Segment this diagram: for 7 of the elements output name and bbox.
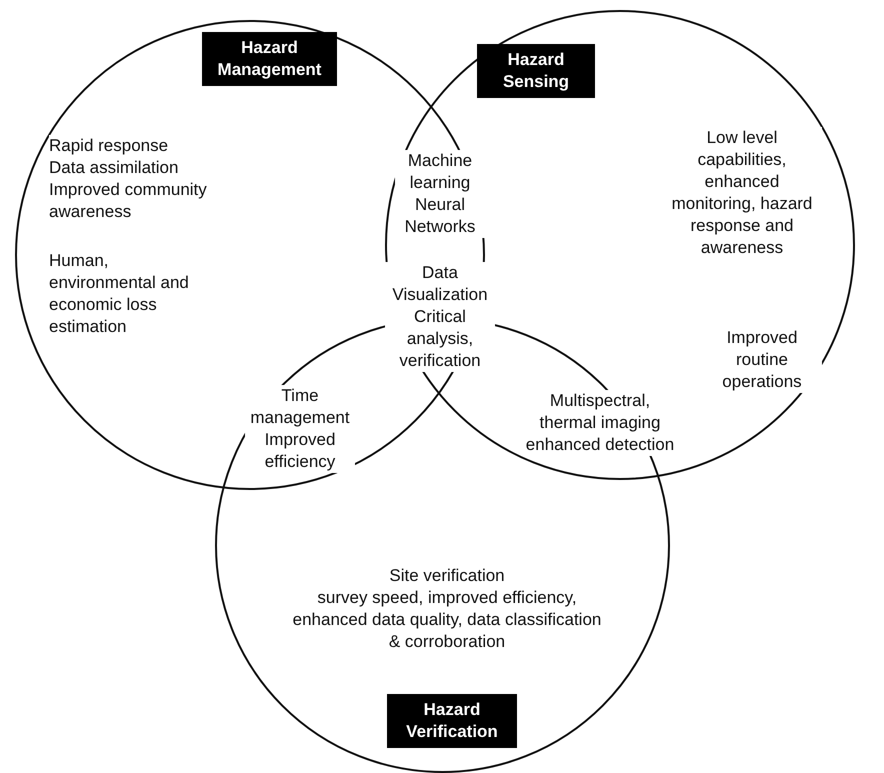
region-text: Rapid response bbox=[49, 135, 168, 157]
region-text: Multispectral, thermal imaging enhanced detection bbox=[525, 390, 675, 456]
heading-label: Hazard Sensing bbox=[477, 44, 595, 98]
heading-label: Hazard Verification bbox=[387, 694, 517, 748]
region-text: Improved efficiency bbox=[245, 429, 355, 473]
heading-label: Hazard Management bbox=[202, 32, 337, 86]
region-text: Critical analysis, verification bbox=[385, 306, 495, 372]
